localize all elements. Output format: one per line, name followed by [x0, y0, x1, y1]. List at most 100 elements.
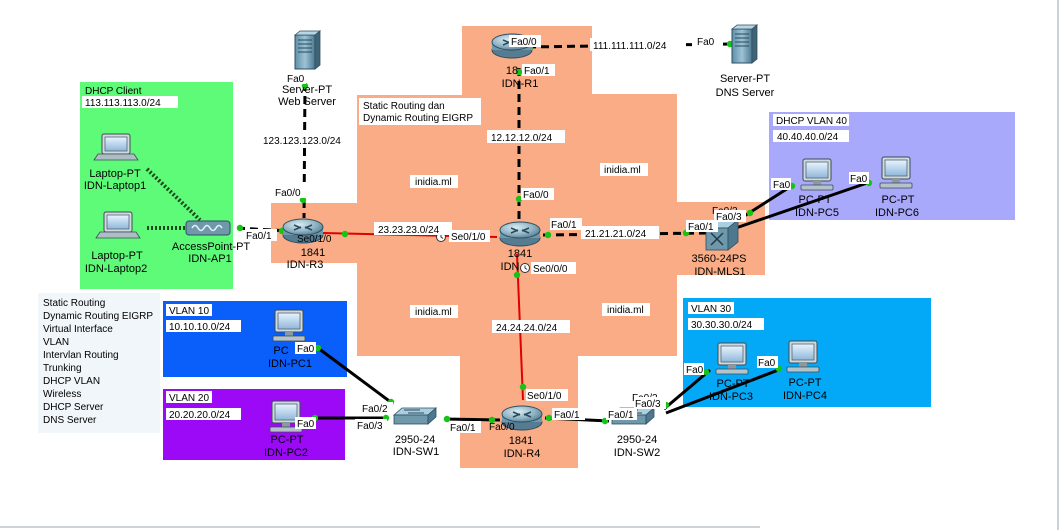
pc6-model: PC-PT — [882, 194, 915, 206]
port-label: Fa0 — [287, 74, 305, 85]
port-label: Fa0 — [297, 419, 315, 430]
router-r2-device[interactable] — [499, 221, 541, 247]
port-light — [515, 68, 523, 76]
port-label: Se0/1/0 — [527, 391, 562, 402]
port-light — [746, 209, 754, 217]
pc6-name: IDN-PC6 — [875, 207, 919, 219]
port-label: Fa0/1 — [450, 423, 476, 434]
routing-note-line1: Static Routing dan — [363, 101, 445, 112]
port-label: Fa0/1 — [551, 220, 577, 231]
port-label: Fa0 — [697, 37, 715, 48]
net-label-r2-mls: 21.21.21.0/24 — [585, 229, 647, 240]
port-light — [513, 271, 521, 279]
link-web-r3 — [302, 82, 307, 219]
sw1-model: 2950-24 — [395, 434, 435, 446]
pc2-name: IDN-PC2 — [264, 447, 308, 459]
dhcp-client-area — [80, 82, 233, 289]
pc5-device[interactable] — [800, 158, 834, 191]
feature-item: DHCP Server — [43, 402, 104, 413]
port-light — [299, 196, 307, 204]
port-label: Fa0/1 — [524, 66, 550, 77]
pc3-device[interactable] — [715, 342, 749, 375]
port-label: Fa0/3 — [716, 212, 742, 223]
link-sw1-pc1 — [317, 346, 393, 405]
mls1-model: 3560-24PS — [691, 253, 746, 265]
port-label: Fa0/1 — [608, 410, 634, 421]
ap1-model: AccessPoint-PT — [172, 241, 251, 253]
r1-name: IDN-R1 — [502, 78, 539, 90]
port-label: Fa0/0 — [523, 190, 549, 201]
r1-model: 18 — [506, 65, 518, 77]
port-label: Fa0/1 — [246, 231, 272, 242]
laptop1-model: Laptop-PT — [89, 168, 141, 180]
r2-name: IDN — [501, 261, 520, 273]
vlan10-title: VLAN 10 — [169, 306, 209, 317]
sw2-name: IDN-SW2 — [614, 447, 660, 459]
dhcp-vlan40-subnet: 40.40.40.0/24 — [777, 132, 839, 143]
port-label: Fa0/0 — [275, 188, 301, 199]
port-light — [702, 368, 710, 376]
r4-name: IDN-R4 — [504, 448, 541, 460]
port-label: Fa0 — [297, 344, 315, 355]
net-label-r3-r2: 23.23.23.0/24 — [378, 225, 440, 236]
pc3-model: PC-PT — [717, 378, 750, 390]
sw1-name: IDN-SW1 — [393, 446, 439, 458]
pc4-model: PC-PT — [789, 377, 822, 389]
feature-item: DHCP VLAN — [43, 376, 100, 387]
port-label: Se0/1/0 — [297, 234, 332, 245]
pc5-name: IDN-PC5 — [795, 207, 839, 219]
pc3-name: IDN-PC3 — [709, 391, 753, 403]
port-light — [314, 344, 322, 352]
laptop2-model: Laptop-PT — [91, 250, 143, 262]
feature-item: DNS Server — [43, 415, 97, 426]
port-light — [488, 416, 496, 424]
watermark: inidia.ml — [607, 305, 644, 316]
r3-name: IDN-R3 — [287, 259, 324, 271]
routing-note-line2: Dynamic Routing EIGRP — [363, 113, 473, 124]
network-cloud — [271, 26, 765, 468]
vlan30-subnet: 30.30.30.0/24 — [691, 320, 753, 331]
r3-model: 1841 — [301, 247, 325, 259]
watermark: inidia.ml — [415, 307, 452, 318]
sw2-model: 2950-24 — [617, 434, 657, 446]
port-label: Fa0/3 — [357, 421, 383, 432]
dns-server-device[interactable] — [731, 24, 758, 64]
net-label-r1-dns: 111.111.111.0/24 — [593, 41, 667, 52]
pc5-model: PC-PT — [799, 194, 832, 206]
web-server-model: Server-PT — [282, 84, 332, 96]
web-server-name: Web Server — [278, 96, 336, 108]
r4-model: 1841 — [509, 435, 533, 447]
port-label: Fa0 — [758, 358, 776, 369]
switch-sw1-device[interactable] — [393, 407, 437, 425]
link-r1-dns — [527, 42, 731, 49]
pc2-model: PC-PT — [271, 434, 304, 446]
port-label: Fa0 — [850, 174, 868, 185]
port-label: Se0/0/0 — [533, 264, 568, 275]
port-light — [301, 82, 309, 90]
port-label: Fa0/0 — [489, 422, 515, 433]
dns-server-name: DNS Server — [716, 87, 775, 99]
feature-item: VLAN — [43, 337, 69, 348]
mls1-name: IDN-MLS1 — [694, 266, 745, 278]
access-point-device[interactable] — [185, 220, 231, 236]
port-label: Fa0 — [773, 180, 791, 191]
pc6-device[interactable] — [879, 156, 913, 189]
feature-item: Virtual Interface — [43, 324, 113, 335]
port-light — [236, 224, 244, 232]
pc4-device[interactable] — [786, 340, 820, 373]
laptop1-name: IDN-Laptop1 — [84, 180, 146, 192]
dhcp-vlan40-title: DHCP VLAN 40 — [776, 116, 847, 127]
wireless-link-laptop1 — [145, 167, 202, 222]
feature-item: Wireless — [43, 389, 81, 400]
port-label: Fa0/1 — [554, 410, 580, 421]
port-label: Fa0/3 — [635, 399, 661, 410]
port-label: Se0/1/0 — [451, 232, 486, 243]
dns-server-model: Server-PT — [720, 73, 770, 85]
link-mls-pc6 — [729, 180, 871, 232]
vlan10-subnet: 10.10.10.0/24 — [169, 322, 231, 333]
web-server-device[interactable] — [294, 30, 321, 70]
pc1-device[interactable] — [272, 309, 306, 342]
feature-item: Dynamic Routing EIGRP — [43, 311, 153, 322]
vlan20-subnet: 20.20.20.0/24 — [169, 410, 231, 421]
